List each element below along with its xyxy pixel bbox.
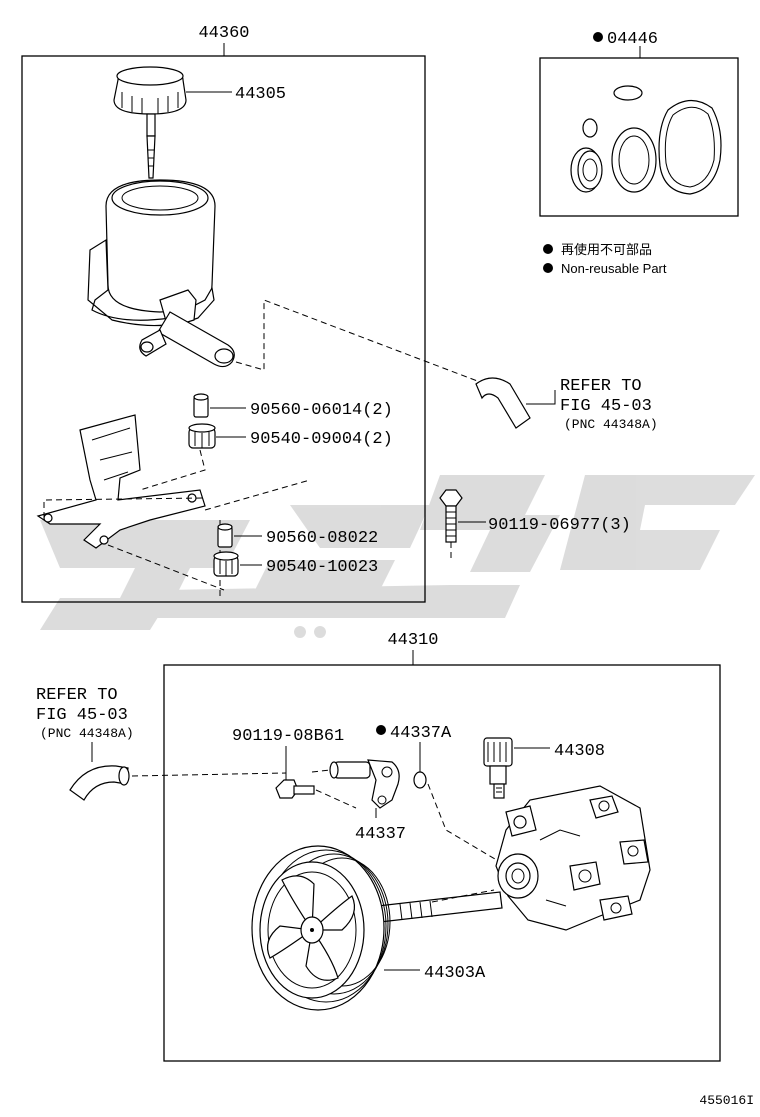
gasket-kit-box <box>539 57 739 217</box>
callout-44337: 44337 <box>355 825 406 844</box>
refer-left-line1: REFER TO <box>36 686 118 705</box>
callout-90560-08022: 90560-08022 <box>266 529 378 548</box>
hose-left[interactable] <box>69 765 130 801</box>
callout-90560-06014: 90560-06014(2) <box>250 401 393 420</box>
o-ring-union[interactable] <box>413 771 427 789</box>
callout-44337A: 44337A <box>390 724 452 743</box>
bolt-upper[interactable] <box>439 489 463 543</box>
callout-44360: 44360 <box>198 24 249 43</box>
refer-left-line2: FIG 45-03 <box>36 706 128 725</box>
reservoir-tank[interactable] <box>87 179 235 368</box>
legend-en: Non-reusable Part <box>561 261 667 276</box>
callout-90540-10023: 90540-10023 <box>266 558 378 577</box>
refer-top-line2: FIG 45-03 <box>560 397 652 416</box>
o-ring-small[interactable] <box>613 85 643 101</box>
pulley[interactable] <box>251 845 391 1011</box>
pump-shaft[interactable] <box>377 891 503 923</box>
callout-04446: 04446 <box>607 30 658 49</box>
cushion-upper[interactable] <box>188 423 216 449</box>
watermark-logo <box>40 475 755 638</box>
collar-lower[interactable] <box>217 523 233 548</box>
pump-group: 44310 REFER TO FIG 45-03 (PNC 44348A) 90… <box>36 631 721 1062</box>
legend: 再使用不可部品 Non-reusable Part <box>543 242 667 276</box>
pump-body[interactable] <box>495 785 651 931</box>
gasket-kit-group: 04446 <box>539 30 739 217</box>
callout-44305: 44305 <box>235 85 286 104</box>
pump-group-box <box>163 664 721 1062</box>
callout-90119-08B61: 90119-08B61 <box>232 727 344 746</box>
callout-90540-09004: 90540-09004(2) <box>250 430 393 449</box>
callout-44308: 44308 <box>554 742 605 761</box>
callout-44310: 44310 <box>387 631 438 650</box>
callout-90119-06977: 90119-06977(3) <box>488 516 631 535</box>
non-reusable-bullet <box>593 32 603 42</box>
refer-top-line1: REFER TO <box>560 377 642 396</box>
union-bolt[interactable] <box>275 779 315 799</box>
flow-control-valve[interactable] <box>483 737 513 799</box>
oil-seal[interactable] <box>570 147 603 193</box>
hose-top[interactable] <box>475 377 531 429</box>
legend-jp: 再使用不可部品 <box>561 242 652 257</box>
callout-44303A: 44303A <box>424 964 486 983</box>
collar-upper[interactable] <box>193 393 209 418</box>
cushion-lower[interactable] <box>213 551 239 577</box>
refer-top-line3: (PNC 44348A) <box>564 417 658 432</box>
refer-left-line3: (PNC 44348A) <box>40 726 134 741</box>
o-ring-tiny[interactable] <box>582 118 598 138</box>
gasket-ring[interactable] <box>611 127 657 193</box>
reservoir-cap[interactable] <box>113 66 187 179</box>
reservoir-group: 44360 44305 <box>21 24 481 603</box>
gasket-large[interactable] <box>658 99 722 195</box>
figure-id: 455016I <box>699 1093 754 1108</box>
union-fitting[interactable] <box>329 759 400 809</box>
